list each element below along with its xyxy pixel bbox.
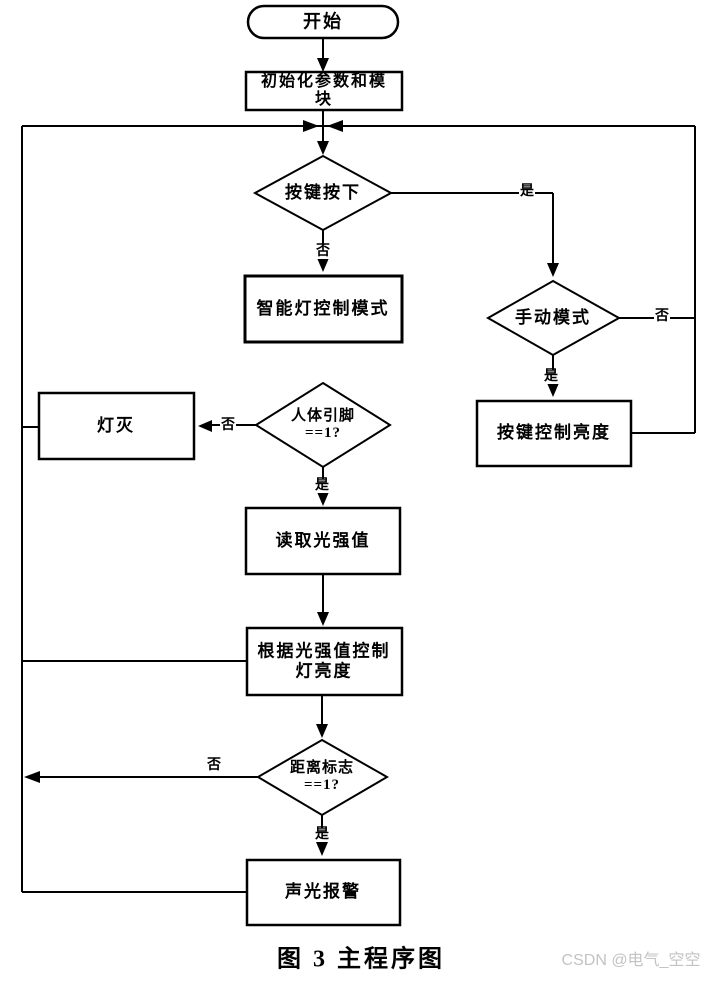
arrowhead-into-keybrightness — [547, 383, 559, 397]
smart-mode-node-shape — [243, 274, 404, 344]
start-node-label: 开始 — [303, 11, 343, 32]
read-light-node-shape — [244, 506, 402, 576]
arrowhead-into-distance — [316, 724, 328, 738]
smart-mode-node-label: 智能灯控制模式 — [256, 299, 390, 319]
light-off-node-label: 灯灭 — [97, 416, 135, 436]
arrowhead-into-alarm — [316, 842, 328, 856]
start-node-shape — [246, 4, 400, 40]
arrowhead-into-readlight — [317, 492, 329, 506]
key-pressed-decision-shape — [252, 154, 394, 232]
manual-mode-decision-shape — [485, 279, 622, 357]
arrowhead-into-lightoff — [198, 420, 212, 432]
arrowhead-merge-from-right — [327, 120, 343, 132]
key-brightness-node-shape — [475, 399, 633, 468]
alarm-node-shape — [245, 858, 402, 927]
distance-flag-decision-label: 距离标志 ==1? — [289, 759, 355, 793]
key-brightness-node-label: 按键控制亮度 — [497, 423, 611, 443]
body-pin-decision-shape — [254, 381, 392, 469]
edge-label-body-pin-no: 否 — [220, 418, 236, 433]
body-pin-decision-label: 人体引脚 ==1? — [290, 407, 356, 441]
arrowhead-into-smartmode — [317, 258, 329, 272]
light-off-node-shape — [37, 391, 196, 461]
figure-caption: 图 3 主程序图 — [277, 946, 445, 973]
edge-label-key-pressed-yes: 是 — [519, 184, 535, 199]
edge-label-manual-no: 否 — [654, 309, 670, 324]
init-node-label: 初始化参数和模 块 — [260, 73, 388, 108]
edge-label-manual-yes: 是 — [543, 369, 559, 384]
edge-label-distance-no: 否 — [206, 758, 222, 773]
read-light-node-label: 读取光强值 — [275, 531, 371, 551]
arrowhead-merge-from-left — [303, 120, 319, 132]
manual-mode-decision-label: 手动模式 — [515, 308, 591, 328]
arrowhead-into-manualmode — [547, 263, 559, 277]
edge-label-distance-yes: 是 — [314, 827, 330, 842]
csdn-watermark: CSDN @电气_空空 — [561, 952, 701, 969]
control-brightness-node-shape — [245, 626, 404, 697]
alarm-node-label: 声光报警 — [285, 882, 361, 902]
edge-label-key-pressed-no: 否 — [315, 244, 331, 259]
arrowhead-start-to-init — [317, 58, 329, 72]
edge-label-body-pin-yes: 是 — [314, 478, 330, 493]
key-pressed-decision-label: 按键按下 — [285, 183, 361, 203]
arrowhead-into-keypressed — [317, 141, 329, 155]
distance-flag-decision-shape — [256, 738, 390, 817]
arrowhead-distance-no-to-left — [24, 771, 40, 783]
control-brightness-node-label: 根据光强值控制 灯亮度 — [257, 641, 391, 680]
init-node-shape — [244, 70, 404, 112]
arrowhead-into-control — [317, 612, 329, 626]
